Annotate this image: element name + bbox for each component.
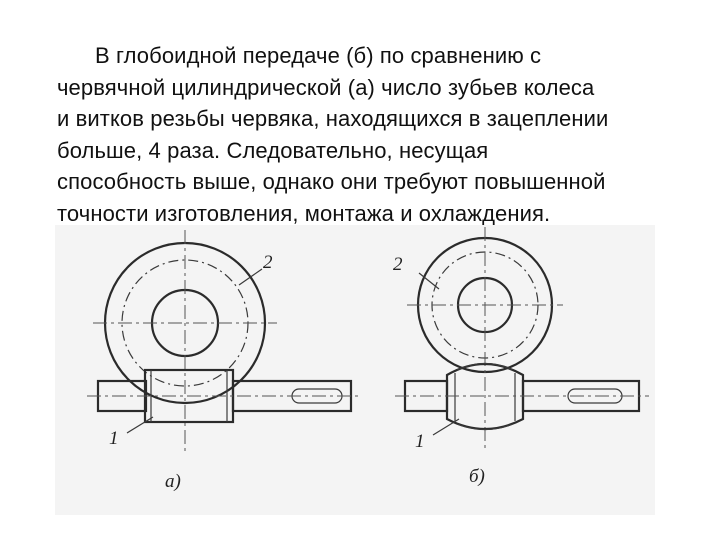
wheel-leader-line bbox=[238, 268, 263, 286]
worm-label: 1 bbox=[415, 431, 425, 452]
wheel-label: 2 bbox=[393, 254, 403, 275]
caption-b: б) bbox=[469, 466, 485, 487]
wheel-label: 2 bbox=[263, 252, 273, 273]
globoid-worm-drawing: 2 1 б) bbox=[393, 227, 649, 487]
gear-drawings: 2 1 а) bbox=[55, 225, 655, 515]
text-line: точности изготовления, монтажа и охлажде… bbox=[57, 200, 551, 226]
worm-leader-line bbox=[432, 418, 460, 436]
text-line: и витков резьбы червяка, находящихся в з… bbox=[57, 106, 609, 131]
text-line: червячной цилиндрической (а) число зубье… bbox=[57, 74, 595, 100]
worm-label: 1 bbox=[109, 428, 119, 449]
description-text: В глобоидной передаче (б) по сравнению с… bbox=[57, 40, 677, 229]
text-line: способность выше, однако они требуют пов… bbox=[57, 169, 606, 194]
worm-leader-line bbox=[126, 416, 154, 434]
wheel-leader-line bbox=[418, 272, 440, 290]
gear-drawings-figure: 2 1 а) bbox=[55, 225, 655, 515]
cylindrical-worm-drawing: 2 1 а) bbox=[87, 230, 361, 492]
caption-a: а) bbox=[165, 471, 181, 492]
keyway-end bbox=[567, 388, 576, 404]
text-line: В глобоидной передаче (б) по сравнению с bbox=[95, 43, 542, 68]
thread-arc bbox=[456, 423, 514, 431]
thread-arc bbox=[456, 362, 514, 371]
text-line: больше, 4 раза. Следовательно, несущая bbox=[57, 137, 489, 163]
